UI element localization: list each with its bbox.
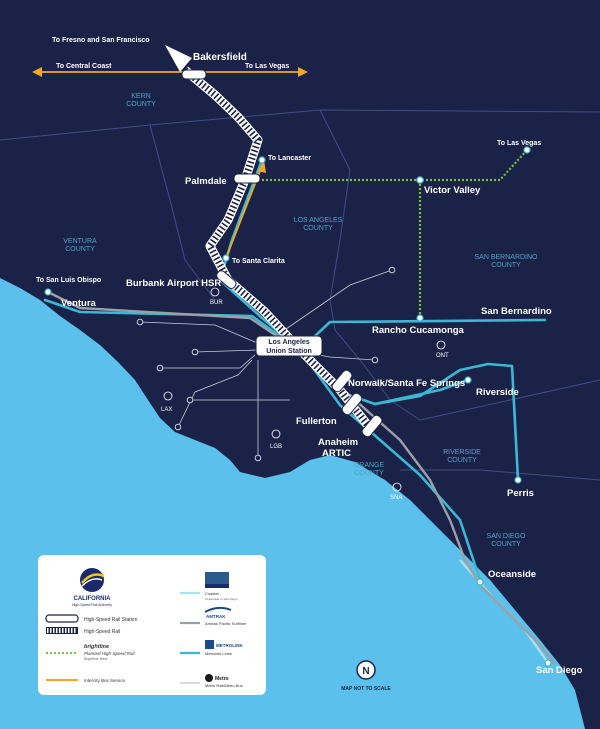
hsr-stations: [181, 69, 383, 438]
legend-metro-brand: Metro: [215, 676, 229, 682]
amtrak-logo-icon: [204, 606, 232, 613]
compass-circle: [356, 660, 376, 680]
direction-san-luis-obispo: To San Luis Obispo: [36, 277, 101, 284]
county-sb-1: SAN BERNARDINO: [474, 254, 538, 261]
airport-sna: SNA: [390, 495, 402, 501]
legend-metrolink: Metrolink Lines: [205, 651, 232, 656]
legend-metro: Metro Rail/Metro Bus: [205, 683, 243, 688]
station-ventura: Ventura: [61, 298, 97, 309]
county-orange-2: COUNTY: [354, 470, 384, 477]
station-norwalk: Norwalk/Santa Fe Springs: [348, 378, 465, 389]
legend-hsr-station-swatch: [45, 614, 79, 623]
legend-brightline-desc: Planned High-Speed Rail: [84, 651, 136, 656]
county-orange-1: ORANGE: [354, 462, 385, 469]
pacific-surfliner-line: [47, 290, 556, 665]
station-san-diego: San Diego: [536, 665, 583, 676]
station-victor-valley: Victor Valley: [424, 185, 481, 196]
county-ventura-2: COUNTY: [65, 246, 95, 253]
airport-ont: ONT: [436, 353, 449, 359]
union-station-label-line2: Union Station: [266, 348, 312, 355]
legend-amtrak-brand: AMTRAK: [206, 614, 226, 619]
metrolink-logo-icon: [205, 640, 214, 649]
legend-hsr: High-Speed Rail: [84, 629, 120, 635]
county-sd-2: COUNTY: [491, 541, 521, 548]
map-scale-note: MAP NOT TO SCALE: [341, 686, 391, 692]
station-fullerton: Fullerton: [296, 416, 337, 427]
station-riverside: Riverside: [476, 387, 519, 398]
coaster-logo-icon: [205, 572, 229, 584]
county-kern-1: KERN: [131, 93, 150, 100]
hsr-line-dashes: [182, 67, 373, 431]
airport-icon: [392, 482, 402, 492]
direction-fresno-sf: To Fresno and San Francisco: [52, 37, 150, 44]
hsr-arrow-head: [165, 45, 192, 72]
metro-logo-icon: [205, 674, 213, 682]
map-legend: CALIFORNIA High-Speed Rail Authority Hig…: [38, 555, 266, 695]
legend-bus: Intercity Bus Service: [84, 678, 126, 683]
direction-central-coast: To Central Coast: [56, 63, 112, 70]
airport-icon: [163, 391, 173, 401]
legend-surfliner: Amtrak Pacific Surfliner: [205, 621, 247, 626]
direction-lancaster: To Lancaster: [268, 155, 311, 162]
airport-icon: [210, 287, 220, 297]
airport-icons: [163, 287, 446, 492]
county-riverside-2: COUNTY: [447, 457, 477, 464]
legend-metrolink-brand: METROLINK: [216, 643, 243, 648]
county-la-1: LOS ANGELES: [294, 217, 343, 224]
station-palmdale: Palmdale: [185, 176, 227, 187]
direction-santa-clarita: To Santa Clarita: [232, 258, 285, 265]
brightline-line: [262, 149, 528, 182]
direction-las-vegas-east: To Las Vegas: [245, 63, 289, 70]
airport-lgb: LGB: [270, 444, 282, 450]
legend-brightline-brand: brightline: [84, 644, 109, 650]
county-riverside-1: RIVERSIDE: [443, 449, 481, 456]
station-anaheim: Anaheim: [318, 437, 358, 448]
station-artic: ARTIC: [322, 448, 351, 459]
legend-brightline-sub: Brightline West: [84, 657, 109, 661]
union-station-box: [255, 335, 323, 357]
station-san-bernardino: San Bernardino: [481, 306, 552, 317]
county-sd-1: SAN DIEGO: [487, 533, 526, 540]
airport-icon: [271, 429, 281, 439]
county-ventura-1: VENTURA: [63, 238, 97, 245]
station-rancho: Rancho Cucamonga: [372, 325, 465, 336]
station-burbank: Burbank Airport HSR: [126, 278, 221, 289]
union-station-label-line1: Los Angeles: [268, 339, 309, 346]
county-kern-2: COUNTY: [126, 101, 156, 108]
county-sb-2: COUNTY: [491, 262, 521, 269]
rail-station-dots: [44, 146, 552, 667]
legend-org-sub: High-Speed Rail Authority: [72, 603, 112, 607]
legend-coaster-sub: Oceanside to San Diego: [205, 597, 238, 601]
station-perris: Perris: [507, 488, 534, 499]
legend-coaster: Coaster: [205, 591, 220, 596]
metro-connector-lines: [139, 269, 393, 458]
airport-bur: BUR: [210, 300, 223, 306]
airport-lax: LAX: [161, 407, 172, 413]
legend-org-name: CALIFORNIA: [74, 596, 112, 602]
legend-hsr-station: High-Speed Rail Station: [84, 617, 138, 623]
direction-las-vegas-ne: To Las Vegas: [497, 140, 541, 147]
station-oceanside: Oceanside: [488, 569, 536, 580]
station-bakersfield: Bakersfield: [193, 52, 247, 63]
county-la-2: COUNTY: [303, 225, 333, 232]
compass-north-icon: N: [362, 666, 369, 677]
airport-icon: [436, 340, 446, 350]
metro-connection-dots: [136, 266, 396, 462]
